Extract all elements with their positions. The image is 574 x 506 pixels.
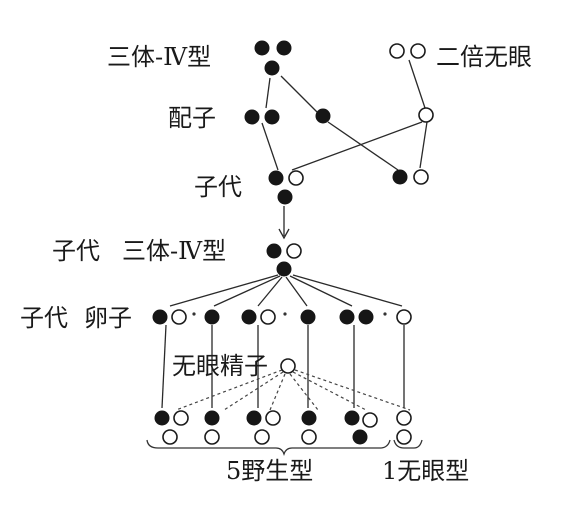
allele-recessive [410,43,426,59]
allele-dominant [266,243,282,259]
parent-trisomy-alleles [254,40,292,76]
allele-recessive [413,169,429,185]
dash-sperm-5 [292,371,367,411]
label-offspring-trisomy-prefix: 子代 [52,237,100,265]
gamete-alleles [244,107,434,125]
allele-dominant [276,261,292,277]
allele-dominant [315,108,331,124]
allele-recessive [362,412,378,428]
allele-recessive [171,309,187,325]
zygote-alleles [154,410,412,445]
allele-recessive [265,410,281,426]
line-fan-egg-1 [169,274,279,307]
line-eyeless-gamete-to-offspring [291,121,423,171]
parent-diploid-alleles [389,43,426,59]
dash-sperm-1 [175,369,283,411]
allele-dominant [344,410,360,426]
offspring-alleles [268,169,429,205]
eyeless-type-brace [393,439,423,449]
allele-dominant [276,40,292,56]
allele-recessive [288,170,304,186]
connector-lines [161,59,428,411]
allele-recessive [396,309,412,325]
allele-dominant [204,410,220,426]
label-gametes: 配子 [168,104,216,132]
label-offspring-eggs: 卵子 [84,304,132,332]
line-fan-egg-5 [289,275,353,307]
line-eyeless-gamete-to-offspring-right [419,121,428,169]
label-wild-type-count: 5野生型 [226,457,313,485]
arrow-head [278,228,290,240]
dash-sperm-6 [294,369,411,411]
allele-dominant [264,60,280,76]
allele-recessive [254,429,270,445]
allele-recessive [260,309,276,325]
allele-recessive [286,243,302,259]
allele-dominant [254,40,270,56]
allele-dominant [392,169,408,185]
allele-recessive [173,410,189,426]
dash-sperm-4 [289,373,319,411]
allele-dominant [352,429,368,445]
allele-recessive [389,43,405,59]
allele-dominant [204,309,220,325]
allele-dominant [152,309,168,325]
label-eyeless-type-count: 1无眼型 [382,457,469,485]
allele-recessive [396,410,412,426]
sperm-allele-recessive [280,358,296,374]
allele-dominant [301,410,317,426]
separator-dot [383,312,387,316]
line-gamete-to-offspring-left [261,122,279,171]
allele-dominant [358,309,374,325]
allele-dominant [244,109,260,125]
label-parent-trisomy: 三体-Ⅳ型 [107,43,211,71]
line-parent-to-gamete-single [280,75,318,113]
label-eyeless-sperm: 无眼精子 [172,352,268,380]
allele-dominant [268,170,284,186]
label-offspring: 子代 [194,173,242,201]
allele-dominant [246,410,262,426]
line-diploid-to-gamete [408,59,426,109]
line-fan-egg-4 [285,276,308,307]
allele-dominant [264,109,280,125]
label-parent-diploid-eyeless: 二倍无眼 [436,43,532,71]
offspring-trisomy-alleles [266,243,302,277]
label-offspring-eggs-prefix: 子代 [20,304,68,332]
allele-recessive [204,429,220,445]
allele-recessive [301,429,317,445]
allele-recessive [162,429,178,445]
line-single-gamete-to-offspring-right [327,121,399,171]
allele-dominant [300,309,316,325]
line-fan-egg-3 [257,276,283,307]
allele-dominant [154,410,170,426]
separator-dot [192,312,196,316]
separator-dot [283,312,287,316]
egg-alleles [152,309,412,325]
wild-type-brace [146,439,391,457]
line-fan-egg-6 [292,274,403,307]
allele-recessive [396,429,412,445]
label-offspring-trisomy: 三体-Ⅳ型 [122,237,226,265]
line-parent-to-gamete-left [265,77,271,109]
allele-dominant [277,189,293,205]
allele-recessive [418,107,434,123]
line-fan-egg-2 [213,275,281,307]
allele-dominant [241,309,257,325]
dash-sperm-3 [269,373,286,411]
line-egg1-down [161,324,167,409]
allele-dominant [339,309,355,325]
